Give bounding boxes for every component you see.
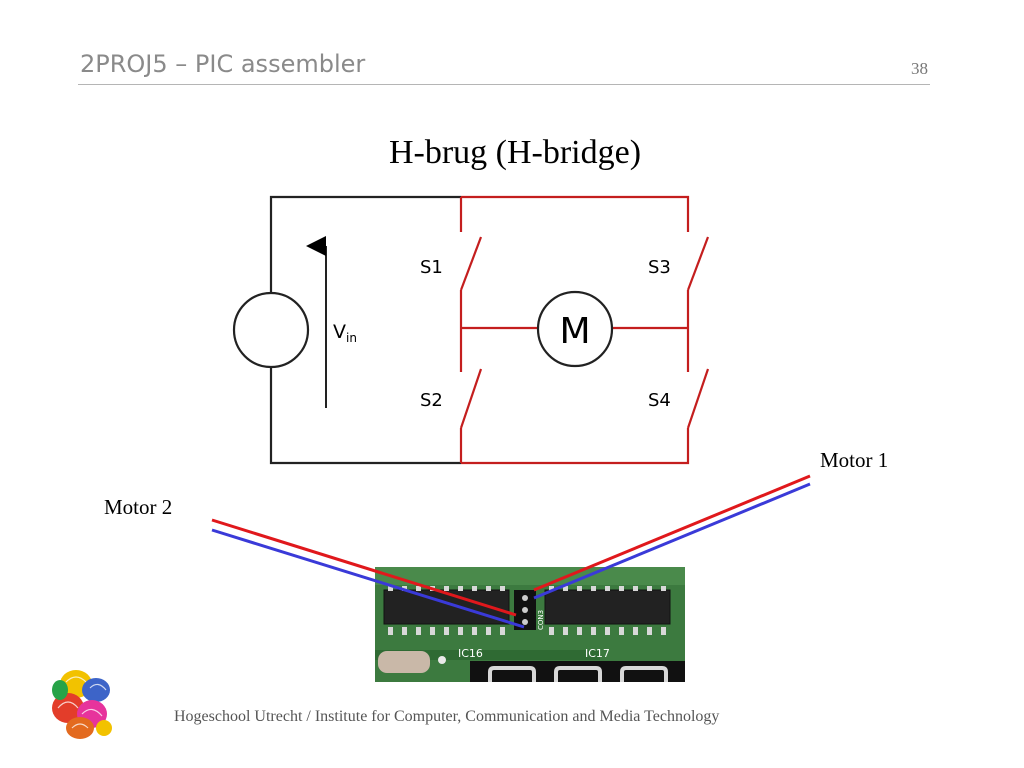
motor2-wire-blue <box>211 528 525 629</box>
switch-s3-label: S3 <box>648 257 671 278</box>
seven-seg-display <box>470 661 685 682</box>
svg-text:Vin: Vin <box>333 321 357 345</box>
motor1-wire-red <box>533 474 811 592</box>
voltage-source-symbol <box>232 291 310 369</box>
motor-label: M <box>559 311 590 352</box>
hogeschool-logo <box>52 670 112 739</box>
switch-s4-label: S4 <box>648 390 671 411</box>
motor1-label: Motor 1 <box>820 448 889 472</box>
switch-s1-blade <box>459 236 483 291</box>
ic17-pins <box>549 586 666 635</box>
header-rule <box>78 84 930 85</box>
ic16-pins <box>388 586 505 635</box>
page-number: 38 <box>911 59 928 78</box>
motor1-wires <box>533 474 811 600</box>
switch-s4-blade <box>686 368 710 429</box>
motor2-wire-red <box>211 518 517 617</box>
motor2-label: Motor 2 <box>104 495 173 519</box>
resistor-component <box>378 651 430 673</box>
switch-s1-label: S1 <box>420 257 443 278</box>
ic16-label: IC16 <box>458 647 483 660</box>
vin-label: V <box>333 321 346 343</box>
seven-seg-digits <box>488 666 668 682</box>
switch-s2-blade <box>459 368 483 429</box>
ic17-label: IC17 <box>585 647 610 660</box>
ic17-chip <box>544 589 671 625</box>
slide-title: H-brug (H-bridge) <box>388 134 642 171</box>
bridge-wiring <box>459 195 710 465</box>
switch-s3-blade <box>686 236 710 291</box>
switch-s2-label: S2 <box>420 390 443 411</box>
footer-text: Hogeschool Utrecht / Institute for Compu… <box>174 708 720 725</box>
motor1-wire-blue <box>533 482 811 600</box>
vin-subscript: in <box>346 331 357 345</box>
motor-symbol <box>536 290 614 368</box>
course-title: 2PROJ5 – PIC assembler <box>80 50 366 78</box>
motor2-wires <box>211 518 525 629</box>
con3-label: CON3 <box>537 610 545 630</box>
